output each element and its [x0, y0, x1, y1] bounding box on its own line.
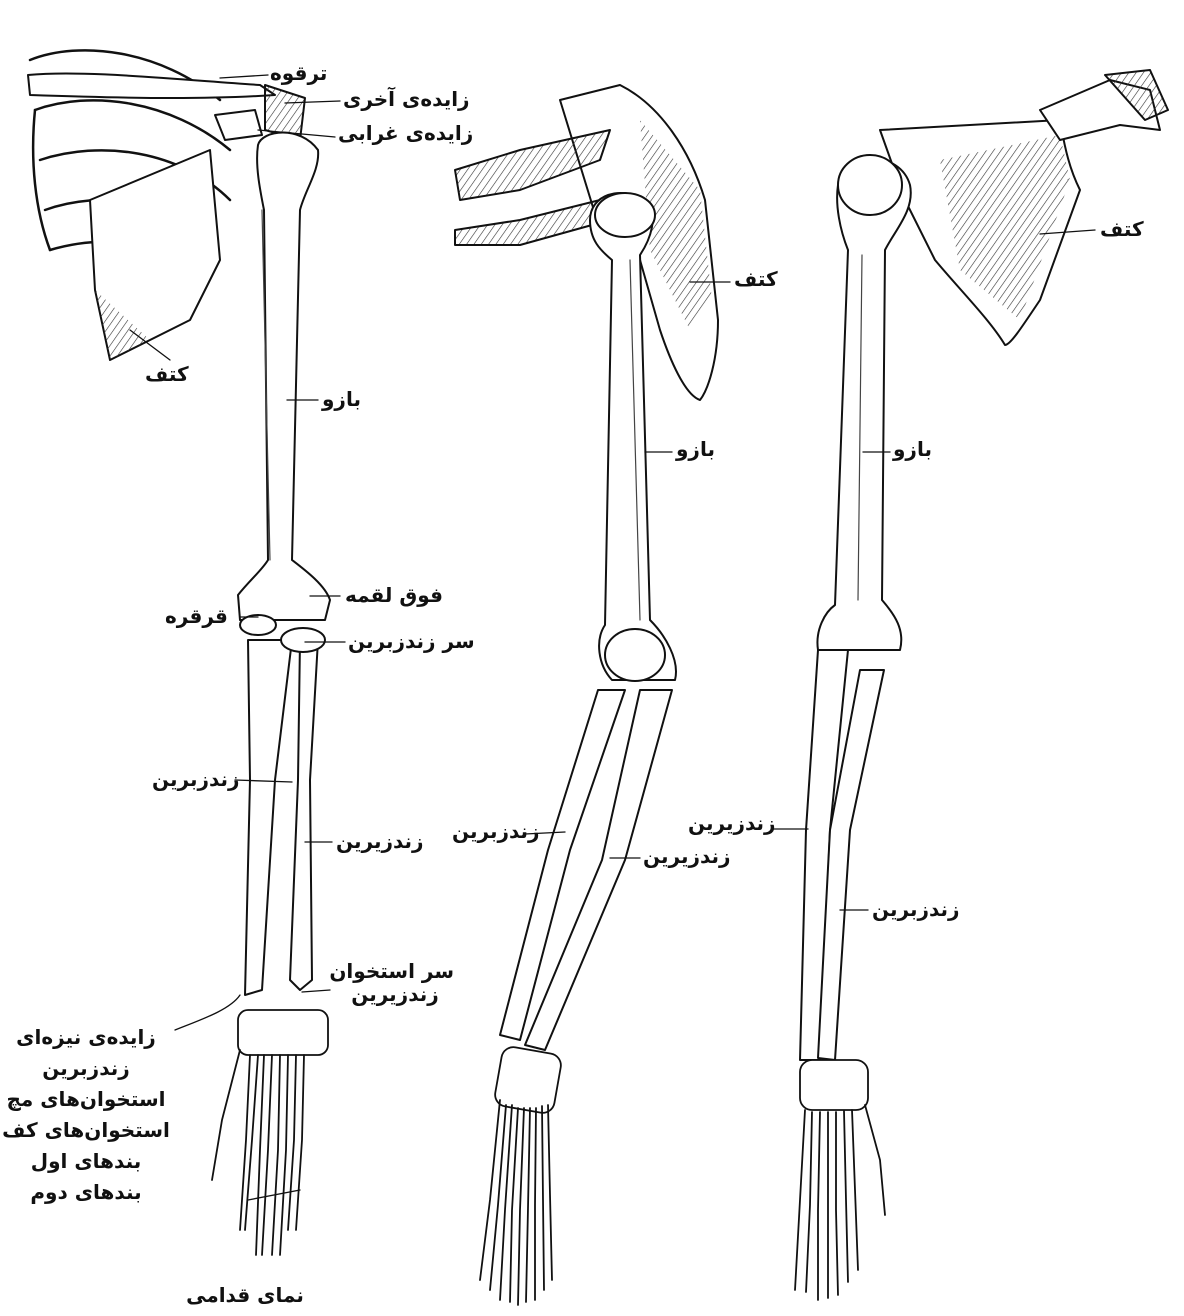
- lateral-hand: [480, 1045, 563, 1305]
- lateral-view-arm: [455, 85, 730, 1305]
- label-styloid-line1: زایده‌ی نیزه‌ای: [0, 1022, 172, 1053]
- front-radius-head: [281, 628, 325, 652]
- posterior-hand: [795, 1060, 885, 1300]
- label-front-radius: زندزبرین: [152, 768, 240, 791]
- label-lateral-ulna: زندزیرین: [643, 845, 731, 868]
- label-phalanges-1: بندهای اول: [0, 1146, 172, 1177]
- front-ulna: [290, 640, 318, 990]
- label-carpals: استخوان‌های مچ: [0, 1084, 172, 1115]
- posterior-humerus: [817, 159, 910, 650]
- front-radius: [245, 640, 292, 995]
- label-lateral-radius: زندزبرین: [452, 820, 540, 843]
- label-acromion: زایده‌ی آخری: [343, 88, 470, 111]
- label-styloid-line2: زندزبرین: [0, 1053, 172, 1084]
- label-front-ulna: زندزیرین: [336, 830, 424, 853]
- label-hand-group: زایده‌ی نیزه‌ای زندزبرین استخوان‌های مچ …: [0, 1022, 172, 1208]
- label-clavicle: ترقوه: [270, 62, 327, 85]
- front-humerus: [238, 133, 330, 621]
- label-front-scapula: کتف: [145, 363, 189, 386]
- label-radius-head: سر زندزبرین: [348, 630, 475, 653]
- front-view-caption: نمای قدامی: [185, 1284, 305, 1307]
- label-posterior-scapula: کتف: [1100, 218, 1144, 241]
- label-ulna-head-line2: زندزیرین: [336, 983, 454, 1006]
- label-ulna-head-line1: سر استخوان: [336, 960, 454, 983]
- label-epicondyle: فوق لقمه: [345, 584, 443, 607]
- label-posterior-ulna: زندزیرین: [688, 812, 776, 835]
- label-lateral-scapula: کتف: [734, 268, 778, 291]
- label-trochlea: قرقره: [165, 605, 228, 628]
- front-hand: [212, 1010, 328, 1255]
- label-posterior-radius: زندزبرین: [872, 898, 960, 921]
- label-coracoid: زایده‌ی غرابی: [338, 122, 473, 145]
- label-metacarpals: استخوان‌های کف: [0, 1115, 172, 1146]
- posterior-view-arm: [773, 70, 1168, 1300]
- front-coracoid: [215, 110, 262, 140]
- label-lateral-humerus: بازو: [676, 438, 715, 461]
- label-ulna-head: سر استخوان زندزیرین: [336, 960, 454, 1006]
- label-posterior-humerus: بازو: [893, 438, 932, 461]
- label-front-humerus: بازو: [322, 388, 361, 411]
- label-phalanges-2: بندهای دوم: [0, 1177, 172, 1208]
